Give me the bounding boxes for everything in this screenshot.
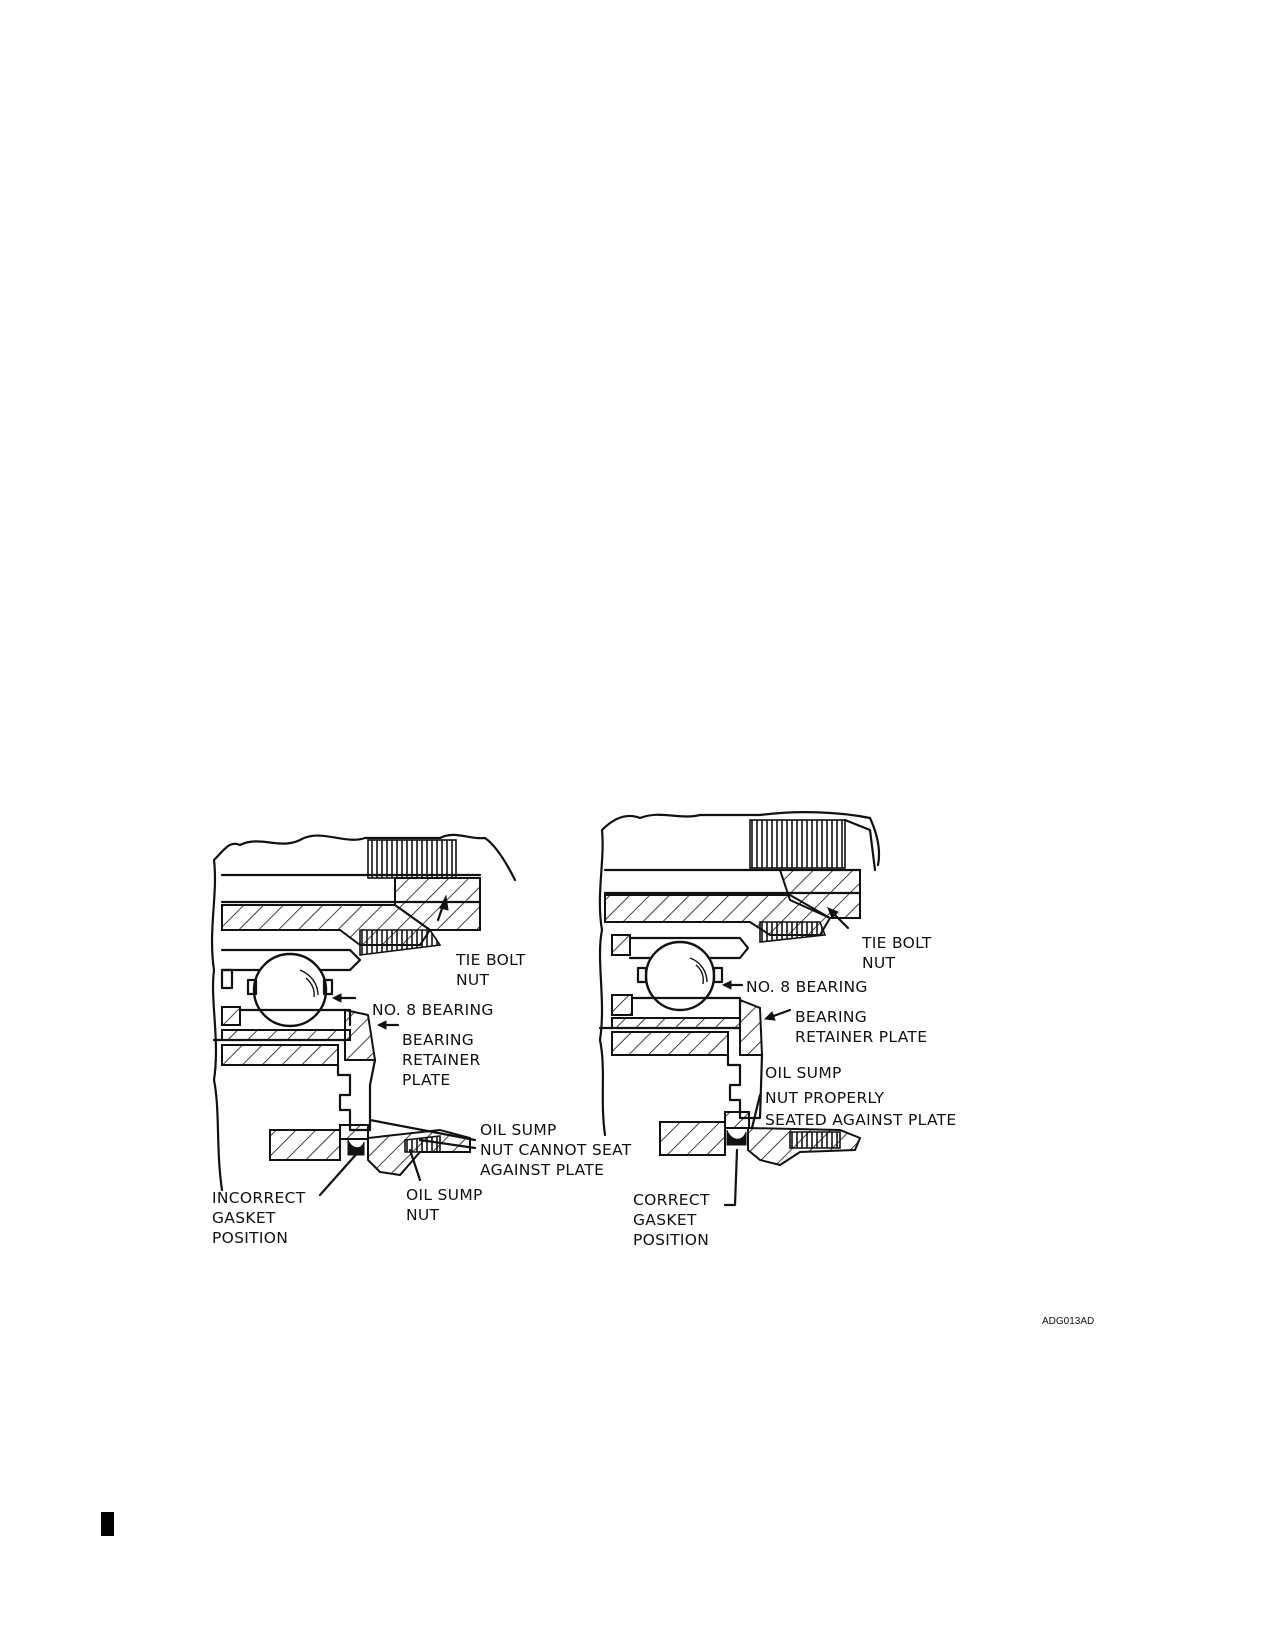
left-tie-bolt-nut-label-1: TIE BOLT bbox=[456, 951, 526, 969]
corner-registration-mark bbox=[101, 1512, 114, 1536]
left-oil-sump-note-2: NUT CANNOT SEAT bbox=[480, 1141, 632, 1159]
right-oil-sump-note-1: OIL SUMP bbox=[765, 1064, 842, 1082]
left-gasket-label-1: INCORRECT bbox=[212, 1189, 306, 1207]
right-gasket-label-2: GASKET bbox=[633, 1211, 697, 1229]
right-gasket-label-3: POSITION bbox=[633, 1231, 710, 1249]
left-oil-sump-note-1: OIL SUMP bbox=[480, 1121, 557, 1139]
left-retainer-label-3: PLATE bbox=[402, 1071, 451, 1089]
figure-code: ADG013AD bbox=[1042, 1316, 1095, 1327]
left-retainer-label-2: RETAINER bbox=[402, 1051, 481, 1069]
left-oil-sump-nut-label-2: NUT bbox=[406, 1206, 440, 1224]
right-retainer-label-1: BEARING bbox=[795, 1008, 868, 1026]
right-diagram bbox=[598, 811, 881, 1207]
right-gasket-label-1: CORRECT bbox=[633, 1191, 710, 1209]
left-gasket-label-2: GASKET bbox=[212, 1209, 276, 1227]
left-oil-sump-note-3: AGAINST PLATE bbox=[480, 1161, 605, 1179]
right-oil-sump-note-3: SEATED AGAINST PLATE bbox=[765, 1111, 957, 1129]
left-oil-sump-nut-label-1: OIL SUMP bbox=[406, 1186, 483, 1204]
right-retainer-label-2: RETAINER PLATE bbox=[795, 1028, 928, 1046]
right-tie-bolt-nut-label-2: NUT bbox=[862, 954, 896, 972]
right-bearing-label: NO. 8 BEARING bbox=[746, 978, 868, 996]
right-oil-sump-note-2: NUT PROPERLY bbox=[765, 1089, 885, 1107]
left-tie-bolt-nut-label-2: NUT bbox=[456, 971, 490, 989]
left-retainer-label-1: BEARING bbox=[402, 1031, 475, 1049]
right-tie-bolt-nut-label-1: TIE BOLT bbox=[862, 934, 932, 952]
left-bearing-label: NO. 8 BEARING bbox=[372, 1001, 494, 1019]
left-diagram bbox=[210, 833, 517, 1197]
left-gasket-label-3: POSITION bbox=[212, 1229, 289, 1247]
